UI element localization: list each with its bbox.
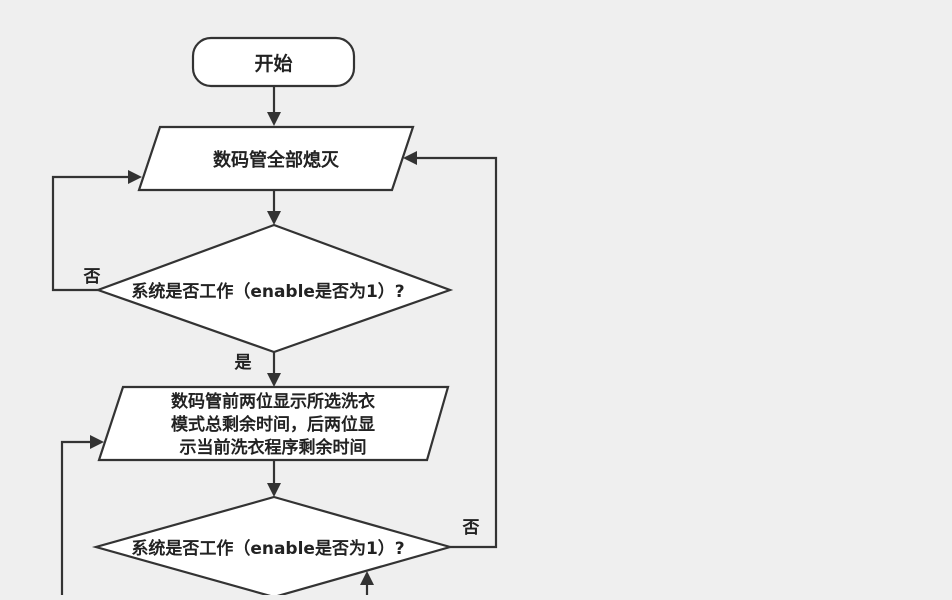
display-line-1: 数码管前两位显示所选洗衣 — [171, 391, 375, 412]
label-no-decision-2: 否 — [462, 518, 480, 538]
edge-loop-into-display — [60, 435, 104, 595]
start-node: 开始 — [191, 36, 356, 88]
edge-all-off-to-decision-1 — [267, 190, 281, 225]
edge-decision-1-no-loop — [51, 170, 142, 292]
display-node: 数码管前两位显示所选洗衣 模式总剩余时间，后两位显 示当前洗衣程序剩余时间 — [97, 385, 450, 462]
decision-1-node: 系统是否工作（enable是否为1）? — [94, 223, 454, 354]
display-line-2: 模式总剩余时间，后两位显 — [171, 414, 375, 435]
edge-display-to-decision-2 — [267, 460, 281, 497]
edge-decision-1-yes — [267, 352, 281, 387]
label-no-decision-1: 否 — [83, 267, 101, 287]
decision-1-label: 系统是否工作（enable是否为1）? — [131, 281, 404, 302]
decision-2-label: 系统是否工作（enable是否为1）? — [131, 538, 404, 559]
edge-start-to-all-off — [267, 86, 281, 126]
start-node-label: 开始 — [254, 52, 292, 75]
label-yes-decision-1: 是 — [235, 353, 252, 373]
all-off-node-label: 数码管全部熄灭 — [213, 149, 340, 171]
edge-decision-2-no-loop — [403, 151, 498, 549]
decision-2-node: 系统是否工作（enable是否为1）? — [91, 495, 455, 599]
display-line-3: 示当前洗衣程序剩余时间 — [180, 437, 367, 458]
edge-return-into-decision-2 — [360, 571, 374, 595]
all-off-node: 数码管全部熄灭 — [137, 125, 415, 192]
